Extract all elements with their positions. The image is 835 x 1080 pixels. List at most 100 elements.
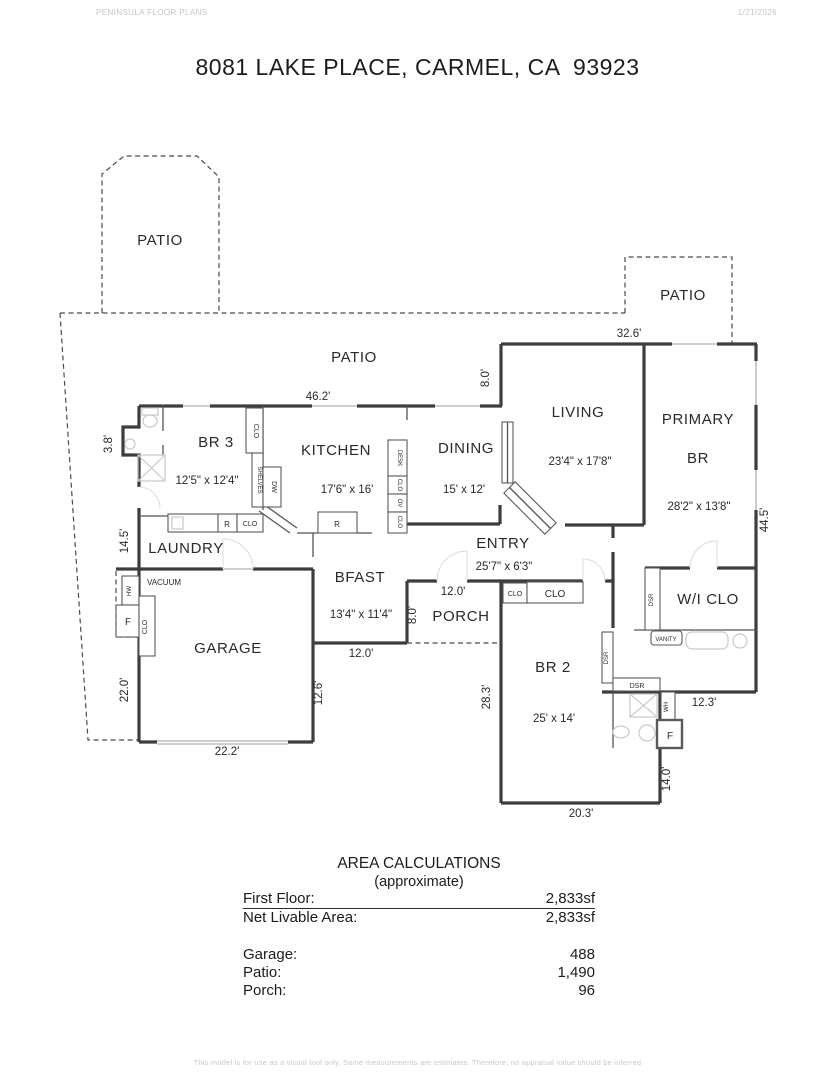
dim-br2-bottom: 20.3': [569, 808, 594, 820]
dim-laundry-left: 14.5': [119, 529, 131, 554]
entry-fireplace: [503, 481, 557, 535]
patio-label-topright: PATIO: [660, 287, 706, 304]
patio-label-topleft: PATIO: [137, 232, 183, 249]
patio-outline-topright: [624, 256, 733, 344]
dishwasher-box: [262, 466, 282, 508]
shower-x-br3: [137, 454, 166, 482]
label-f-garage: F: [125, 617, 131, 628]
shower-x-br2: [629, 693, 658, 718]
label-wh: WH: [664, 702, 670, 712]
dim-br2-right: 14.0': [661, 767, 673, 792]
area-row-value: 1,490: [557, 964, 595, 981]
dresser-box-bath-left: [601, 631, 614, 684]
door-arc-br2: [582, 558, 606, 582]
room-label-wiclo: W/I CLO: [677, 591, 739, 608]
label-shelves: SHELVES: [256, 466, 262, 493]
room-label-primary-2: BR: [687, 450, 709, 467]
dim-porch-left: 8.0': [407, 606, 419, 624]
dresser-box-wiclo: [644, 567, 661, 631]
toilet-icon-primary: [732, 633, 748, 649]
brand-text: PENINSULA FLOOR PLANS: [96, 8, 208, 17]
label-clo-br2-small: CLO: [508, 591, 523, 598]
area-row-value: 2,833sf: [545, 909, 595, 926]
label-clo-kitchen2: CLO: [396, 516, 402, 529]
area-row-label: Patio:: [243, 964, 282, 981]
dim-garage-left: 22.0': [119, 678, 131, 703]
area-row-label: Garage:: [243, 946, 298, 963]
closet-box-garage: [138, 595, 156, 657]
label-dsr-horizontal: DSR: [630, 683, 645, 690]
area-calc-title: AREA CALCULATIONS: [337, 855, 501, 872]
dim-house-top: 46.2': [306, 391, 331, 403]
dim-patio-top: 32.6': [617, 328, 642, 340]
room-label-laundry: LAUNDRY: [148, 540, 224, 557]
room-label-porch: PORCH: [432, 608, 489, 625]
room-label-entry: ENTRY: [476, 535, 530, 552]
label-clo-laundry: CLO: [243, 521, 258, 528]
closet-box-kitchen2: [387, 511, 408, 534]
label-clo-garage: CLO: [142, 619, 149, 634]
shower-icon-br3: [137, 454, 166, 482]
room-label-br3: BR 3: [198, 434, 234, 451]
dim-bath3: 3.8': [103, 435, 115, 453]
laundry-clo-box: [236, 513, 264, 533]
label-r-laundry: R: [224, 520, 230, 529]
toilet-tank-br3: [141, 407, 159, 416]
label-hw: HW: [127, 586, 133, 596]
room-dims-kitchen: 17'6" x 16': [321, 484, 374, 496]
room-label-bfast: BFAST: [335, 569, 386, 586]
room-label-primary: PRIMARY: [662, 411, 734, 428]
dim-porch-top: 12.0': [441, 586, 466, 598]
vanity-box: [650, 630, 683, 646]
door-arc-primary: [689, 540, 718, 569]
area-row-value: 2,833sf: [545, 890, 595, 907]
toilet-bowl-br3: [142, 414, 158, 428]
room-dims-br3: 12'5" x 12'4": [175, 475, 238, 487]
label-clo-kitchen1: CLO: [396, 479, 402, 492]
label-clo-br3: CLO: [252, 424, 259, 439]
label-vanity: VANITY: [655, 637, 676, 643]
room-label-living: LIVING: [552, 404, 605, 421]
laundry-sink-icon: [171, 516, 184, 530]
area-row-label: First Floor:: [243, 890, 315, 907]
room-dims-primary: 28'2" x 13'8": [667, 501, 730, 513]
room-dims-entry: 25'7" x 6'3": [476, 561, 533, 573]
room-label-vacuum: VACUUM: [147, 578, 181, 587]
closet-box-br2-large: [526, 581, 584, 604]
room-label-kitchen: KITCHEN: [301, 442, 371, 459]
windows: [157, 343, 757, 745]
shower-icon-br2: [629, 693, 658, 718]
dim-bfast-bottom: 12.0': [349, 648, 374, 660]
area-calculations: AREA CALCULATIONS (approximate) First Fl…: [243, 855, 595, 1000]
sink-icon-br2: [612, 725, 630, 739]
label-dsr-bath-left: DSR: [604, 651, 610, 664]
date-text: 1/21/2026: [737, 8, 777, 17]
dresser-box-horizontal: [612, 677, 661, 692]
room-dims-br2: 25' x 14': [533, 713, 575, 725]
dim-right-side: 44.5': [759, 508, 771, 533]
dim-garage-bottom: 22.2': [215, 746, 240, 758]
area-calc-subtitle: (approximate): [374, 874, 464, 890]
area-row-garage: Garage: 488: [243, 946, 595, 964]
label-f-br2: F: [667, 731, 673, 742]
dim-br2-left: 28.3': [481, 685, 493, 710]
page-title: 8081 LAKE PLACE, CARMEL, CA 93923: [195, 54, 640, 80]
label-dsr-wiclo: DSR: [649, 593, 655, 606]
patio-label-middle: PATIO: [331, 349, 377, 366]
garage-door-line: [157, 740, 288, 745]
dim-garage-right: 12.6': [313, 681, 325, 706]
room-dims-living: 23'4" x 17'8": [548, 456, 611, 468]
room-dims-bfast: 13'4" x 11'4": [330, 609, 392, 621]
furnace-box-br2: [655, 718, 684, 750]
disclaimer-text: This model is for use as a visual tool o…: [193, 1058, 642, 1067]
door-arc-porch: [436, 550, 468, 582]
patio-outline-topleft: [101, 155, 220, 313]
patio-outline-left-diagonal: [59, 312, 139, 741]
door-arc-br3: [138, 486, 161, 509]
fixtures: [124, 407, 748, 742]
room-label-br2: BR 2: [535, 659, 571, 676]
area-row-label: Net Livable Area:: [243, 909, 358, 926]
room-dims-dining: 15' x 12': [443, 484, 485, 496]
door-arc-laundry: [222, 538, 254, 570]
area-row-value: 96: [578, 982, 595, 999]
